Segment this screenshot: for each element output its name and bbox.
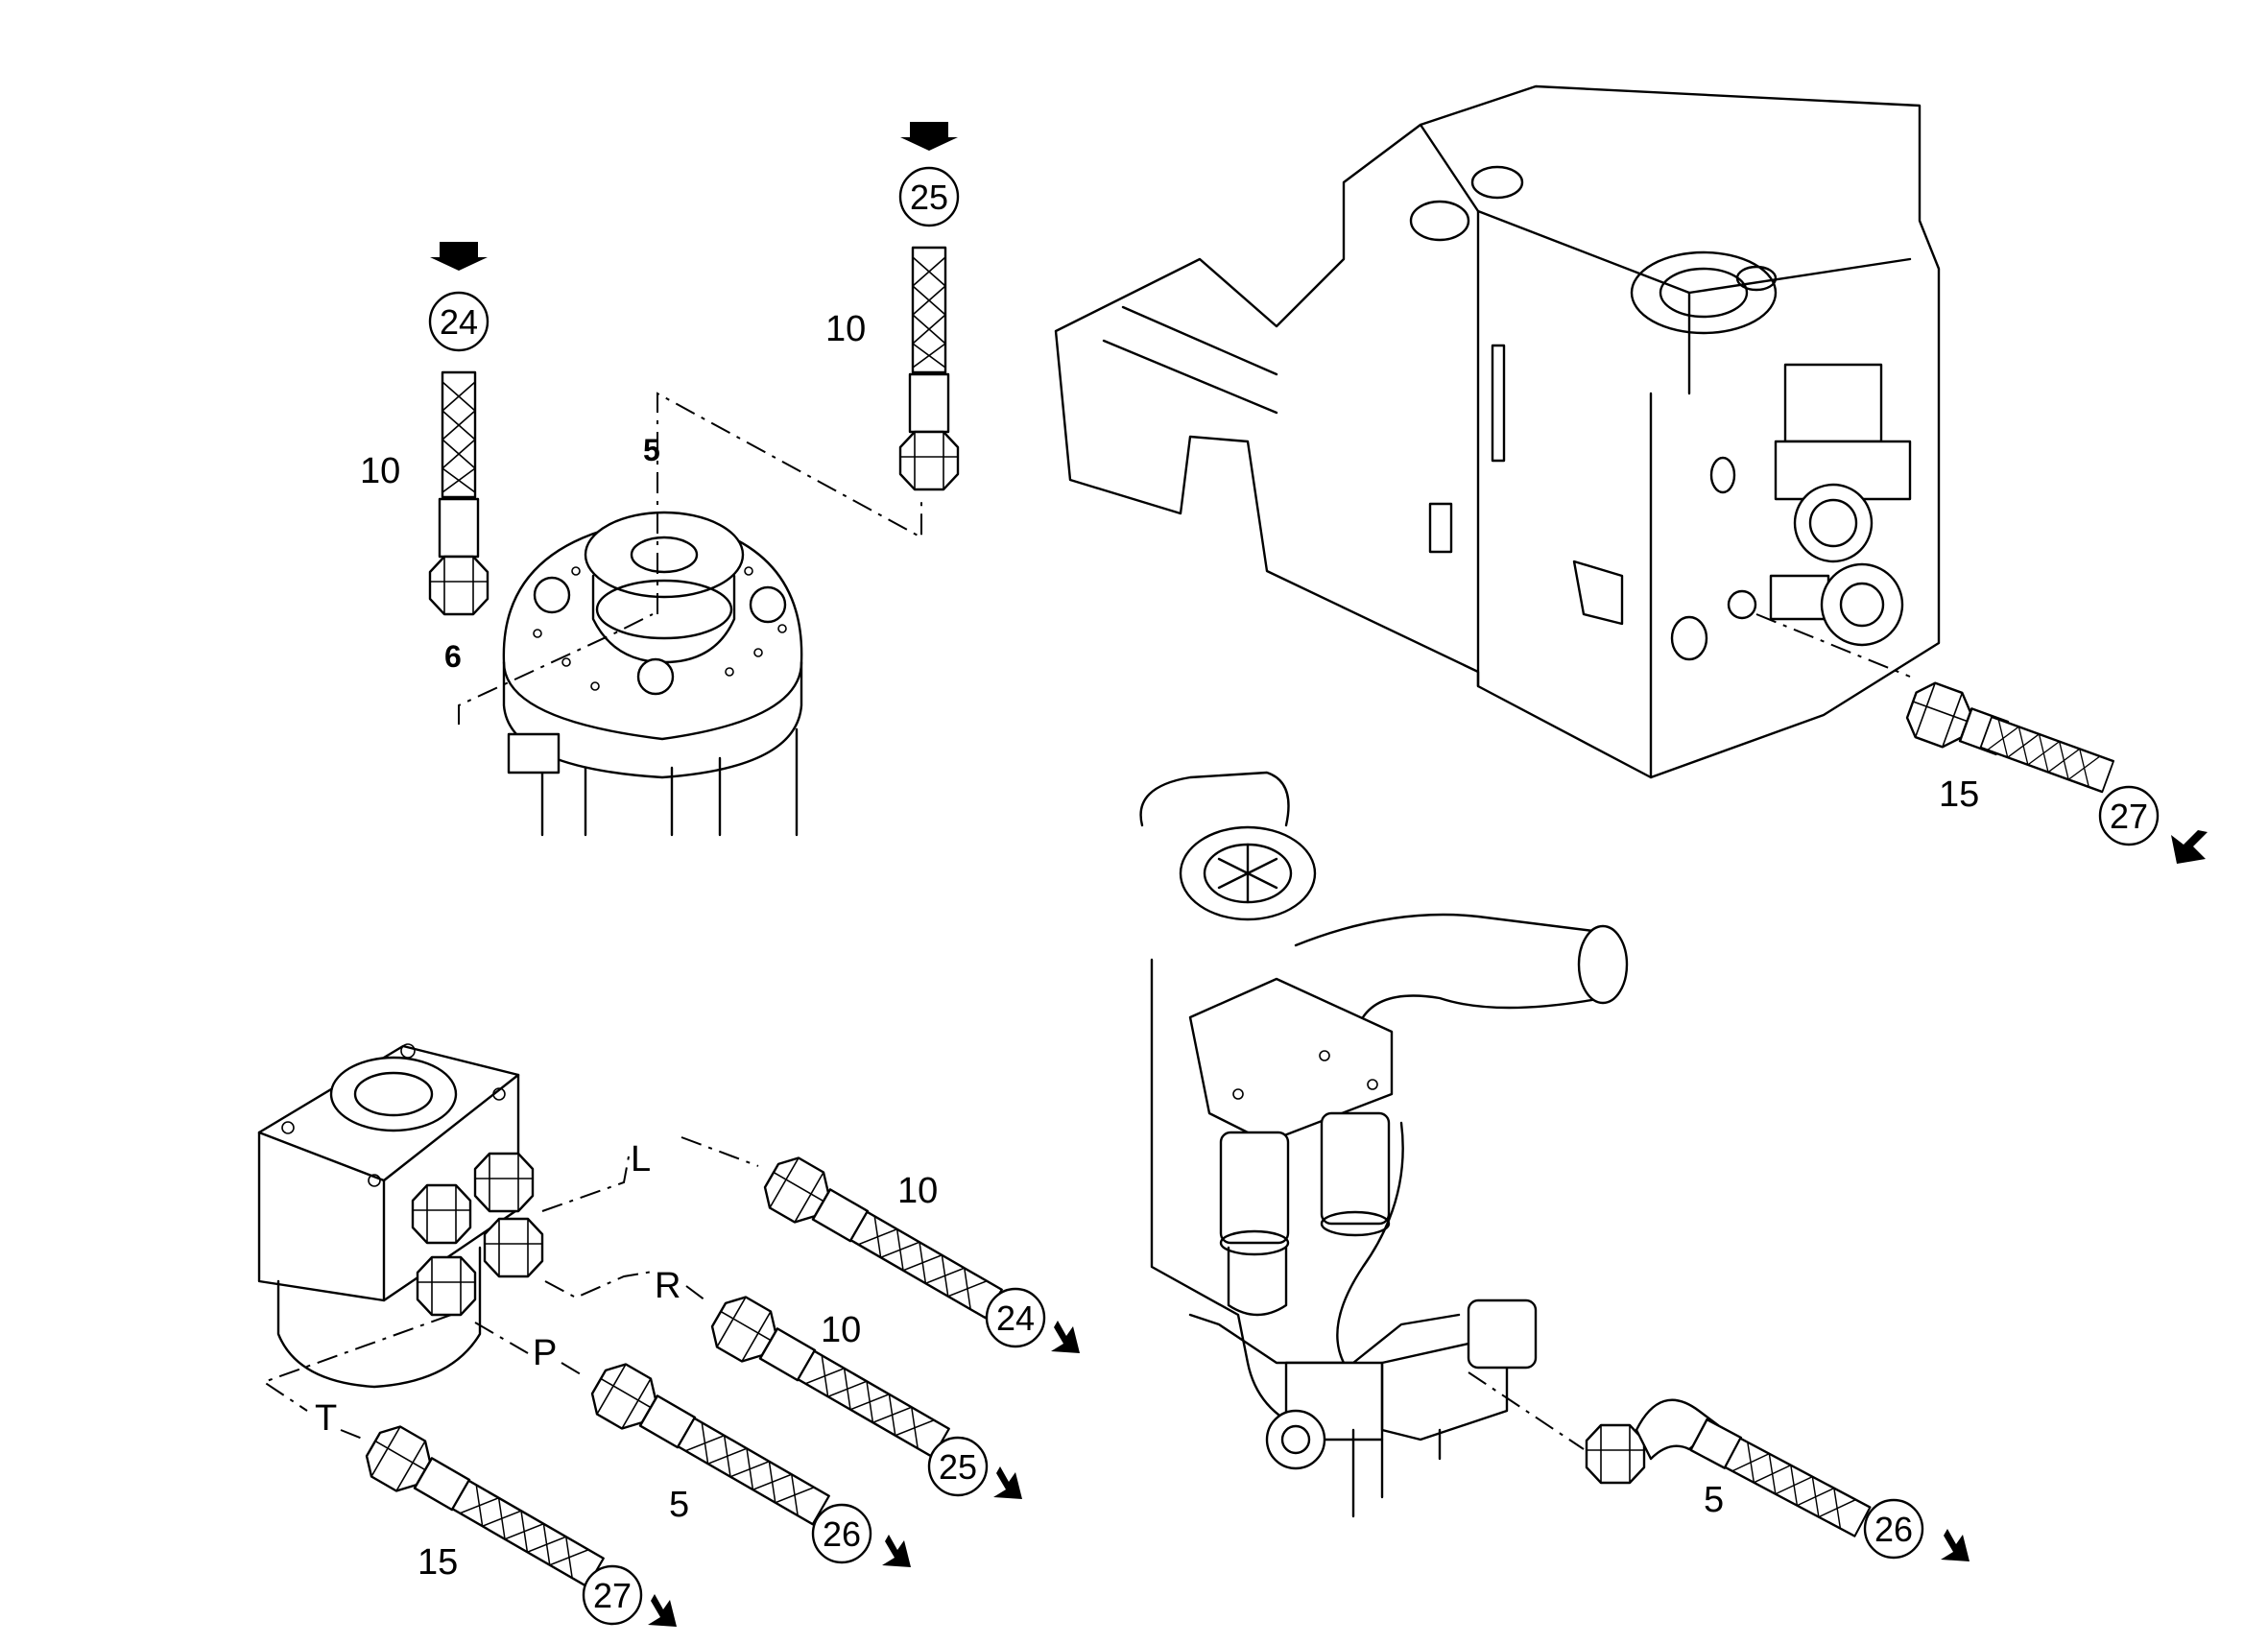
hose-26-pump	[1585, 1398, 1970, 1561]
svg-text:24: 24	[440, 302, 478, 342]
port-labels: L R P T	[315, 1139, 680, 1439]
part-number-labels: 5 6	[444, 433, 660, 674]
callout-circle: 27	[582, 1564, 643, 1626]
connection-callouts: 24 25 27 24 25 26 27 26	[428, 166, 2160, 1626]
callout-circle: 25	[898, 166, 960, 227]
steering-column-base	[502, 511, 803, 837]
hose-24-top	[428, 242, 489, 616]
hose-24-port-L	[755, 1149, 1080, 1353]
port-label-L: L	[631, 1139, 651, 1179]
hose-26-port-P	[583, 1355, 911, 1567]
svg-text:27: 27	[2110, 797, 2148, 836]
hose-length-label: 15	[418, 1542, 458, 1583]
svg-text:25: 25	[910, 178, 948, 217]
port-label-R: R	[655, 1266, 680, 1306]
callout-circle: 24	[985, 1287, 1046, 1348]
callout-circle: 24	[428, 291, 489, 352]
hose-27-tank	[1900, 677, 2208, 864]
callout-circle: 26	[811, 1503, 872, 1564]
hose-length-label: 5	[1704, 1480, 1724, 1520]
port-P-fitting	[411, 1183, 472, 1245]
part-number-label: 5	[643, 433, 660, 467]
callout-circle: 27	[2098, 785, 2160, 846]
port-R-fitting	[483, 1217, 544, 1278]
svg-text:24: 24	[996, 1299, 1035, 1338]
svg-text:26: 26	[823, 1514, 861, 1554]
engine-with-pump	[1139, 771, 1629, 1518]
callout-circle: 26	[1863, 1498, 1924, 1560]
svg-text:25: 25	[939, 1447, 977, 1487]
hose-length-label: 10	[821, 1310, 861, 1350]
part-number-label: 6	[444, 639, 462, 674]
port-label-T: T	[315, 1398, 337, 1439]
hose-length-label: 5	[669, 1485, 689, 1525]
hydraulic-tank	[1054, 84, 1941, 779]
port-L-fitting	[473, 1152, 535, 1213]
hose-25-top	[898, 122, 960, 491]
hose-length-labels: 10 10 15 10 10 5 15 5	[360, 309, 1979, 1583]
steering-unit	[257, 1043, 544, 1389]
hose-27-port-T	[357, 1418, 677, 1627]
hose-length-label: 10	[360, 451, 400, 491]
callout-circle: 25	[927, 1436, 989, 1497]
port-label-P: P	[533, 1333, 557, 1373]
port-T-fitting	[416, 1255, 477, 1317]
svg-text:27: 27	[593, 1576, 632, 1615]
svg-text:26: 26	[1874, 1510, 1913, 1549]
hose-length-label: 10	[825, 309, 866, 349]
hose-length-label: 15	[1939, 774, 1979, 815]
hose-length-label: 10	[897, 1171, 938, 1211]
hose-25-port-R	[703, 1288, 1022, 1499]
